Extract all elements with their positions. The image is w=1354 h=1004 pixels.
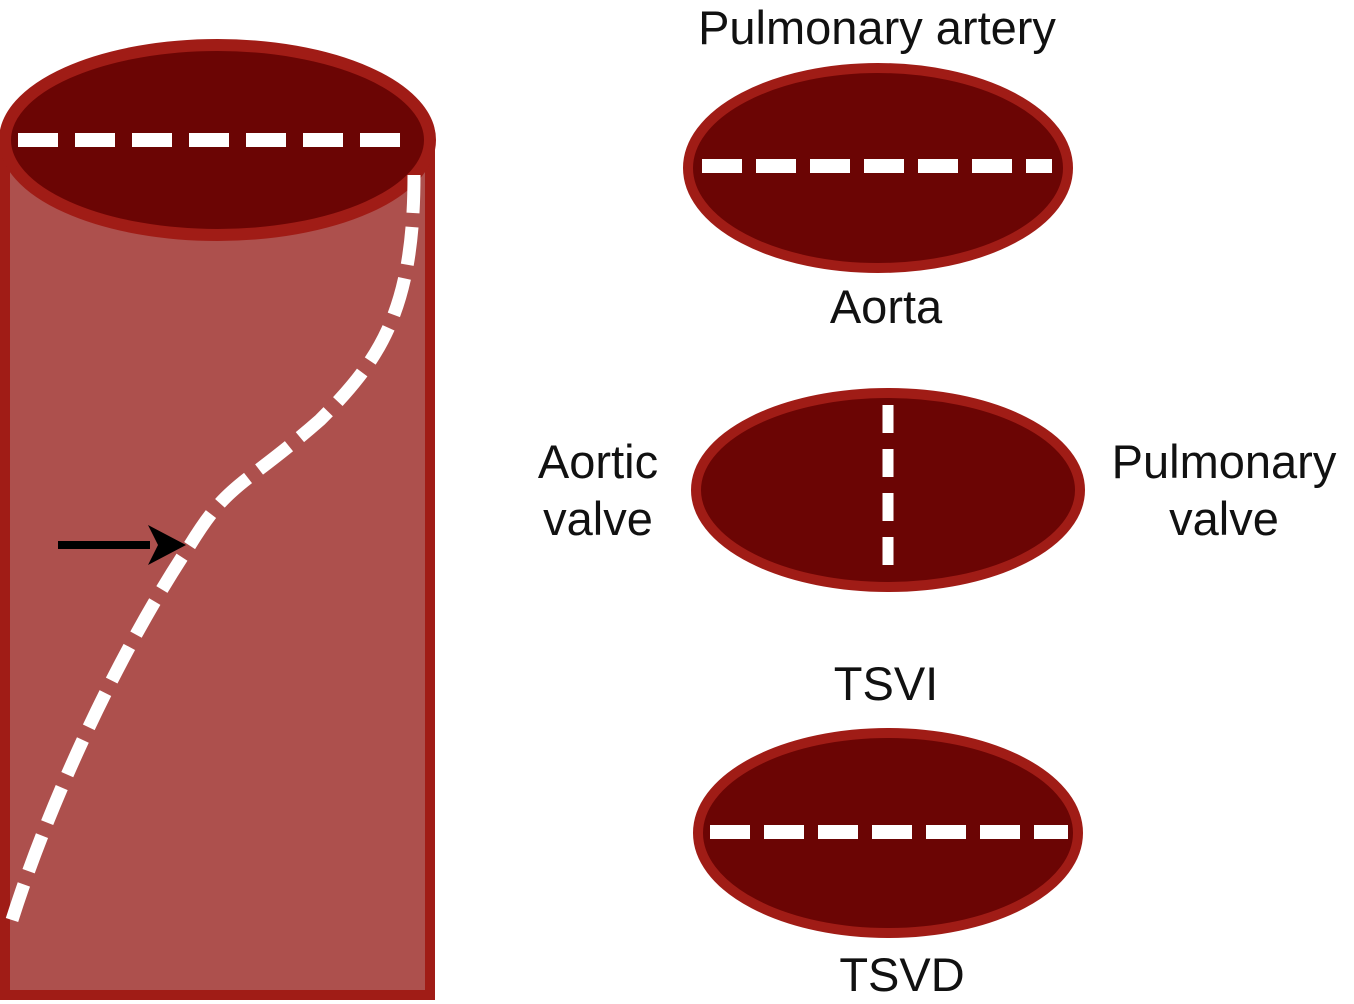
- aortic-valve-label-line2: valve: [543, 492, 653, 545]
- cylinder-body: [0, 130, 435, 1000]
- great-arteries-cross-section: [683, 63, 1073, 273]
- aortic-valve-label-line1: Aortic: [537, 435, 659, 488]
- truncus-cylinder: [0, 39, 436, 1000]
- arrow-icon: [58, 525, 186, 565]
- pulmonary-valve-label: Pulmonary valve: [1112, 433, 1337, 547]
- tsvi-label: TSVI: [833, 657, 939, 710]
- pulmonary-valve-label-line1: Pulmonary: [1111, 435, 1337, 488]
- aorta-label: Aorta: [829, 280, 943, 333]
- pulmonary-artery-label: Pulmonary artery: [698, 1, 1056, 54]
- spiral-septum-dashed-line: [5, 174, 421, 922]
- outflow-tracts-cross-section: [693, 728, 1083, 938]
- tsvd-label: TSVD: [839, 948, 965, 1001]
- cylinder-bottom-rim: [5, 991, 430, 999]
- aortic-valve-label: Aortic valve: [538, 433, 658, 547]
- valves-cross-section: [691, 388, 1085, 592]
- pulmonary-valve-label-line2: valve: [1169, 492, 1279, 545]
